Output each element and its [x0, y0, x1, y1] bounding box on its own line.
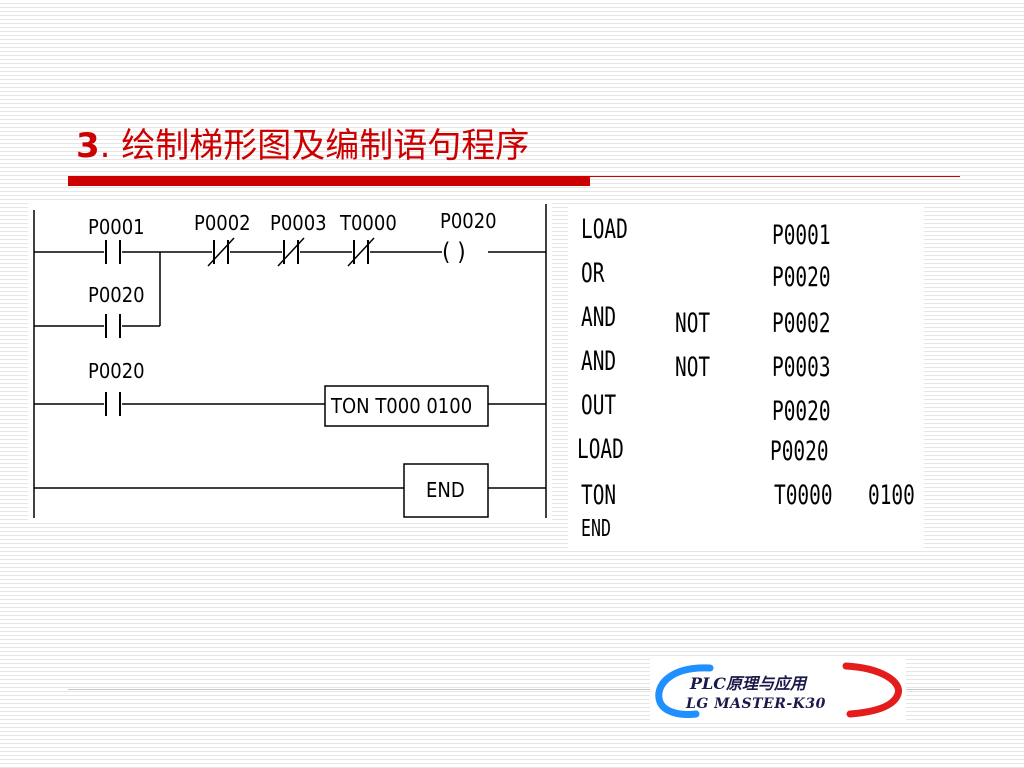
contact-nc-p0002 [207, 237, 235, 267]
il-val-7: 0100 [868, 480, 915, 511]
label-p0002: P0002 [194, 211, 251, 235]
il-op-8: END [581, 516, 611, 542]
il-op-1: LOAD [581, 214, 628, 245]
end-box [403, 463, 489, 518]
course-logo: PLC原理与应用 LG MASTER-K30 [650, 658, 906, 722]
label-p0020-branch: P0020 [88, 283, 145, 307]
contact-nc-t0000 [347, 237, 375, 267]
contact-nc-p0003 [277, 237, 305, 267]
label-t0000: T0000 [339, 211, 397, 235]
contact-no-p0001 [105, 240, 121, 264]
il-op-2: OR [581, 258, 605, 289]
end-text: END [426, 478, 465, 502]
instruction-list: LOAD P0001 OR P0020 AND NOT P0002 AND NO… [568, 206, 924, 550]
title-number: 3 [76, 126, 100, 166]
title-underline-thin [590, 176, 960, 177]
il-op-4: AND [581, 346, 617, 377]
coil-symbol: ( ) [442, 238, 466, 266]
contact-no-p0020-branch [105, 314, 121, 338]
timer-box [324, 385, 489, 427]
il-mod-3: NOT [675, 308, 711, 339]
il-mod-4: NOT [675, 352, 711, 383]
logo-subtitle: LG MASTER-K30 [686, 696, 826, 712]
footer-divider-right [906, 689, 960, 690]
il-arg-2: P0020 [772, 262, 831, 293]
il-arg-4: P0003 [772, 352, 831, 383]
il-arg-1: P0001 [772, 220, 831, 251]
label-p0003: P0003 [270, 211, 327, 235]
slide-title: 3. 绘制梯形图及编制语句程序 [76, 118, 529, 167]
ladder-diagram: P0001 P0002 P0003 T0000 P0020 ( ) P0020 … [28, 200, 552, 522]
il-arg-6: P0020 [770, 436, 829, 467]
label-p0001: P0001 [88, 215, 145, 239]
title-underline-thick [68, 176, 590, 186]
ladder-svg: P0001 P0002 P0003 T0000 P0020 ( ) P0020 … [33, 204, 547, 518]
footer-divider-left [68, 689, 650, 690]
label-coil-p0020: P0020 [440, 209, 497, 233]
il-op-5: OUT [581, 390, 617, 421]
timer-text: TON T000 0100 [330, 394, 472, 418]
il-arg-7: T0000 [774, 480, 833, 511]
title-text: . 绘制梯形图及编制语句程序 [99, 126, 530, 166]
logo-swoosh-icon [655, 662, 902, 718]
il-op-7: TON [581, 480, 617, 511]
logo-title: PLC原理与应用 [690, 674, 807, 693]
label-p0020-rung2: P0020 [88, 359, 145, 383]
il-arg-3: P0002 [772, 308, 831, 339]
il-op-6: LOAD [577, 434, 624, 465]
contact-no-p0020-rung2 [105, 392, 121, 416]
il-op-3: AND [581, 302, 617, 333]
il-arg-5: P0020 [772, 396, 831, 427]
